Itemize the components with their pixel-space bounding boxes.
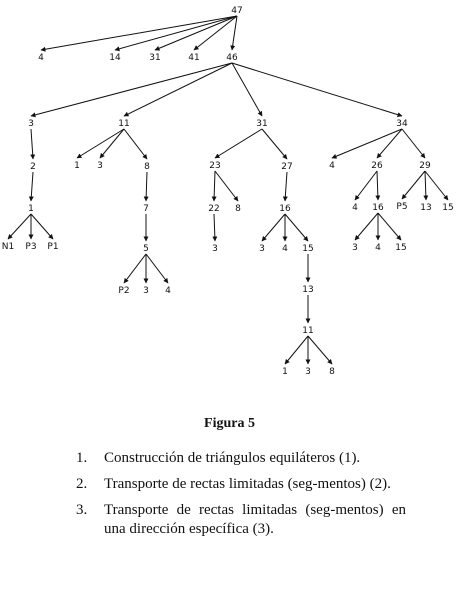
tree-node: 4	[165, 286, 171, 296]
tree-node: 34	[396, 119, 408, 129]
tree-edge	[424, 170, 449, 201]
tree-edge	[230, 15, 238, 51]
tree-node: 11	[302, 326, 313, 336]
tree-edge	[261, 213, 286, 242]
tree-node: 41	[188, 53, 199, 63]
tree-edge	[284, 335, 309, 365]
tree-node: 23	[209, 161, 220, 171]
tree-edge	[212, 213, 218, 242]
tree-edge	[214, 128, 263, 159]
tree-node: 4	[282, 244, 288, 254]
tree-edge	[76, 128, 125, 159]
tree-edge	[354, 212, 379, 241]
tree-node: 4	[352, 203, 358, 213]
tree-node: 15	[395, 243, 406, 253]
list-item: 3. Transporte de rectas limitadas (seg-m…	[76, 501, 406, 539]
tree-node: 3	[97, 161, 103, 171]
tree-node: 31	[149, 53, 160, 63]
tree-node: 2	[30, 162, 36, 172]
tree-node: 3	[352, 243, 358, 253]
tree-node: 47	[231, 6, 242, 16]
tree-node: 7	[143, 204, 149, 214]
tree-edge	[30, 213, 54, 240]
tree-node: 1	[282, 367, 288, 377]
item-text: Construcción de triángulos equiláteros (…	[104, 450, 361, 466]
tree-edge	[231, 62, 403, 118]
tree-edge	[401, 170, 426, 200]
item-list: 1. Construcción de triángulos equilátero…	[76, 449, 406, 546]
tree-edge	[211, 170, 217, 202]
tree-node: P1	[47, 242, 58, 252]
list-item: 2. Transporte de rectas limitadas (seg-m…	[76, 475, 406, 494]
tree-node: 13	[420, 203, 431, 213]
tree-node: 26	[371, 161, 383, 171]
tree-edge	[154, 15, 238, 51]
tree-node: 4	[329, 161, 335, 171]
tree-node: 1	[28, 204, 34, 214]
tree-edge	[30, 62, 233, 118]
tree-edge	[354, 170, 378, 201]
tree-node: 3	[143, 286, 149, 296]
tree-edge	[123, 253, 147, 284]
tree-edge	[123, 128, 148, 160]
item-text: Transporte de rectas limitadas (seg-ment…	[104, 476, 391, 492]
tree-node: 14	[109, 53, 121, 63]
figure-caption: Figura 5	[204, 416, 255, 431]
tree-edge	[375, 170, 381, 201]
item-text: Transporte de rectas limitadas (seg-ment…	[104, 502, 406, 537]
tree-edge	[401, 128, 426, 159]
tree-edge	[7, 213, 32, 240]
item-number: 3.	[76, 502, 88, 518]
tree-node: N1	[2, 242, 14, 252]
tree-edge	[423, 170, 429, 201]
tree-edge	[261, 128, 288, 160]
tree-edge	[331, 128, 403, 159]
tree-node: 3	[305, 367, 311, 377]
tree-node: P3	[25, 242, 36, 252]
tree-edge	[282, 171, 288, 202]
tree-node: 16	[372, 203, 384, 213]
tree-node: 11	[118, 119, 129, 129]
tree-edge	[143, 171, 149, 202]
tree-node: 15	[302, 244, 313, 254]
tree-edge	[231, 62, 263, 117]
tree-edge	[376, 128, 403, 159]
tree-node: 13	[302, 285, 313, 295]
list-item: 1. Construcción de triángulos equilátero…	[76, 449, 406, 468]
tree-node: 22	[208, 204, 219, 214]
tree-node: 8	[144, 162, 150, 172]
tree-edge	[40, 15, 238, 52]
tree-node: P5	[396, 202, 407, 212]
tree-node: 8	[235, 204, 241, 214]
tree-edge	[284, 213, 309, 242]
tree-edge	[28, 171, 34, 202]
tree-node: 27	[281, 162, 292, 172]
tree-node: 29	[419, 161, 431, 171]
item-number: 1.	[76, 450, 88, 466]
tree-node: 4	[375, 243, 381, 253]
tree-node: P2	[118, 286, 129, 296]
tree-node: 31	[256, 119, 267, 129]
item-number: 2.	[76, 476, 88, 492]
tree-node: 5	[143, 244, 149, 254]
tree-node: 3	[28, 119, 34, 129]
tree-node: 46	[226, 53, 238, 63]
tree-edge	[114, 15, 238, 52]
tree-edge	[99, 128, 125, 159]
tree-node: 8	[329, 367, 335, 377]
tree-edge	[193, 15, 238, 51]
tree-edge	[123, 62, 233, 117]
tree-edge	[377, 212, 402, 241]
tree-edge	[145, 253, 169, 284]
tree-node: 4	[38, 53, 44, 63]
tree-edge	[307, 335, 333, 365]
tree-node: 3	[212, 244, 218, 254]
tree-node: 1	[74, 161, 80, 171]
tree-node: 15	[442, 203, 453, 213]
tree-node: 3	[259, 244, 265, 254]
tree-node: 16	[279, 204, 291, 214]
tree-edge	[30, 128, 36, 160]
tree-edge	[214, 170, 239, 202]
